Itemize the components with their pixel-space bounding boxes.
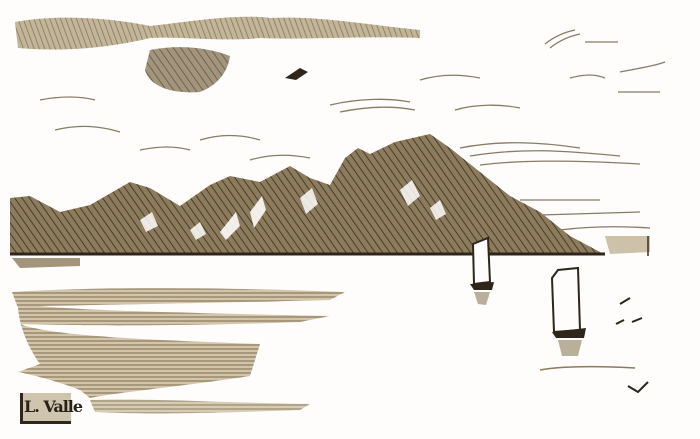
cloud-bank-top [15, 16, 420, 93]
sky-strokes [39, 29, 666, 231]
mountain-range [10, 134, 605, 256]
birds-over-water [615, 297, 649, 394]
signature-box [20, 393, 71, 424]
water-reflection [12, 258, 345, 414]
bird-icon [285, 68, 308, 80]
sailboat-right [539, 266, 636, 371]
right-headland [605, 236, 650, 254]
artist-signature: L. Valle [24, 397, 83, 416]
sailboat-left [470, 236, 494, 305]
